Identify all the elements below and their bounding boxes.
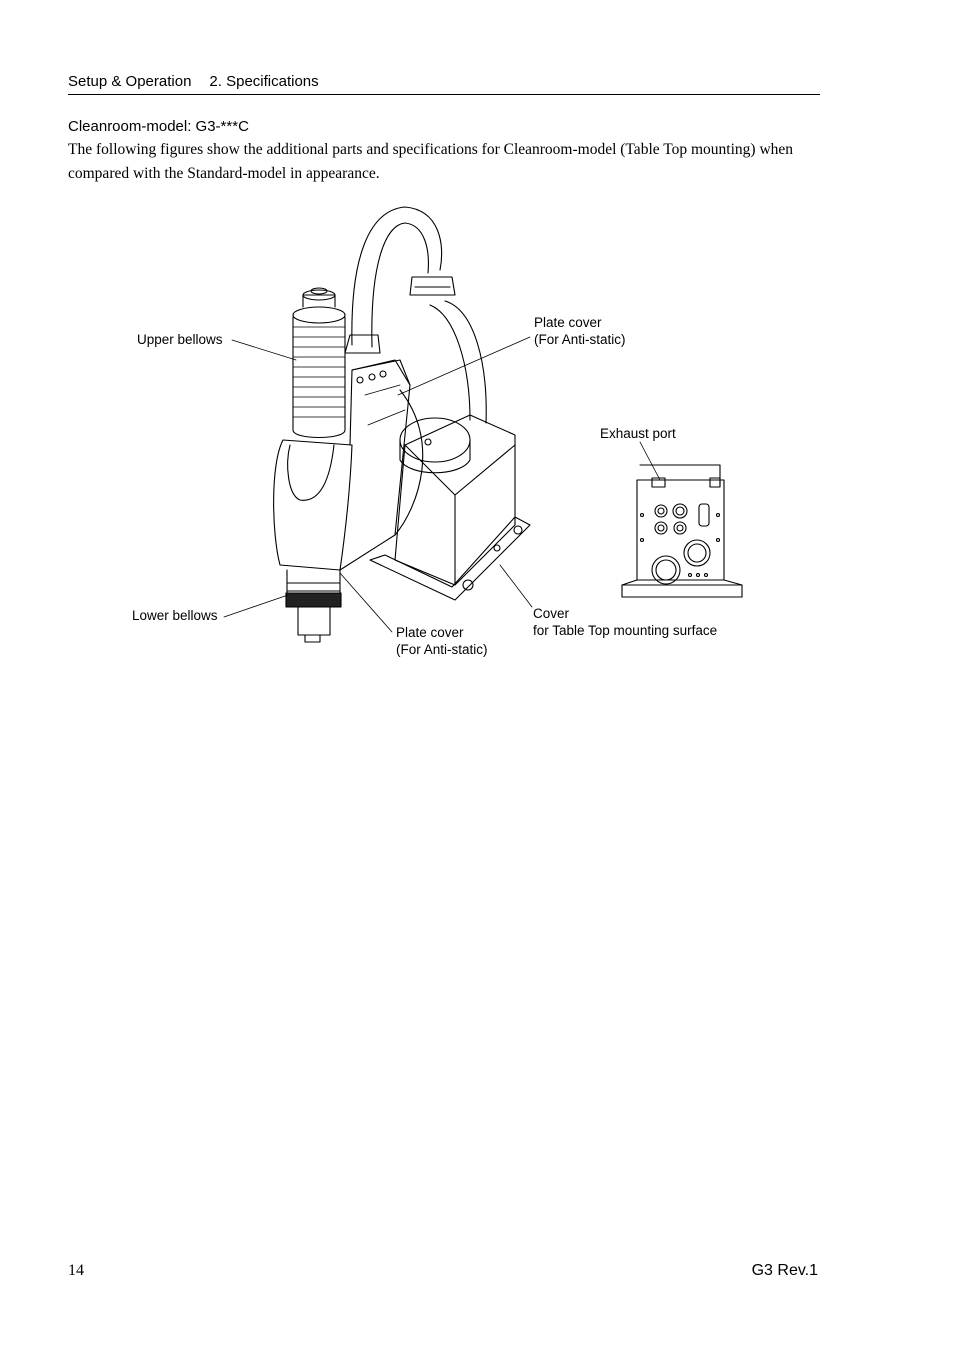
- label-cover: Cover for Table Top mounting surface: [533, 605, 717, 639]
- label-upper-bellows-text: Upper bellows: [137, 332, 223, 347]
- label-plate-cover-bottom: Plate cover (For Anti-static): [396, 624, 488, 658]
- lower-bellows: [285, 569, 342, 643]
- page-header: Setup & Operation 2. Specifications: [68, 73, 820, 95]
- label-cover-line2: for Table Top mounting surface: [533, 623, 718, 638]
- label-lower-bellows-text: Lower bellows: [132, 608, 218, 623]
- label-plate-cover-bottom-line1: Plate cover: [396, 625, 464, 640]
- cable-duct: [344, 206, 487, 424]
- label-exhaust-port-text: Exhaust port: [600, 426, 676, 441]
- subsection-title: Cleanroom-model: G3-***C: [68, 118, 249, 135]
- label-cover-line1: Cover: [533, 606, 570, 621]
- document-revision: G3 Rev.1: [751, 1262, 818, 1279]
- page-number: 14: [68, 1262, 84, 1279]
- label-lower-bellows: Lower bellows: [132, 607, 218, 624]
- robot-drawing: [223, 206, 743, 643]
- label-upper-bellows: Upper bellows: [137, 331, 223, 348]
- upper-bellows: [292, 287, 346, 438]
- leader-lines: [223, 336, 661, 633]
- header-section: Setup & Operation: [68, 73, 192, 90]
- robot-figure: Upper bellows Plate cover (For Anti-stat…: [0, 195, 954, 675]
- header-chapter: 2. Specifications: [209, 73, 319, 90]
- label-exhaust-port: Exhaust port: [600, 425, 676, 442]
- label-plate-cover-top-line1: Plate cover: [534, 315, 602, 330]
- intro-paragraph: The following figures show the additiona…: [68, 141, 794, 182]
- robot-arm: [273, 359, 424, 571]
- label-plate-cover-top: Plate cover (For Anti-static): [534, 314, 626, 348]
- robot-base: [369, 414, 531, 601]
- label-plate-cover-bottom-line2: (For Anti-static): [396, 642, 488, 657]
- rear-view-drawing: [621, 464, 743, 598]
- label-plate-cover-top-line2: (For Anti-static): [534, 332, 626, 347]
